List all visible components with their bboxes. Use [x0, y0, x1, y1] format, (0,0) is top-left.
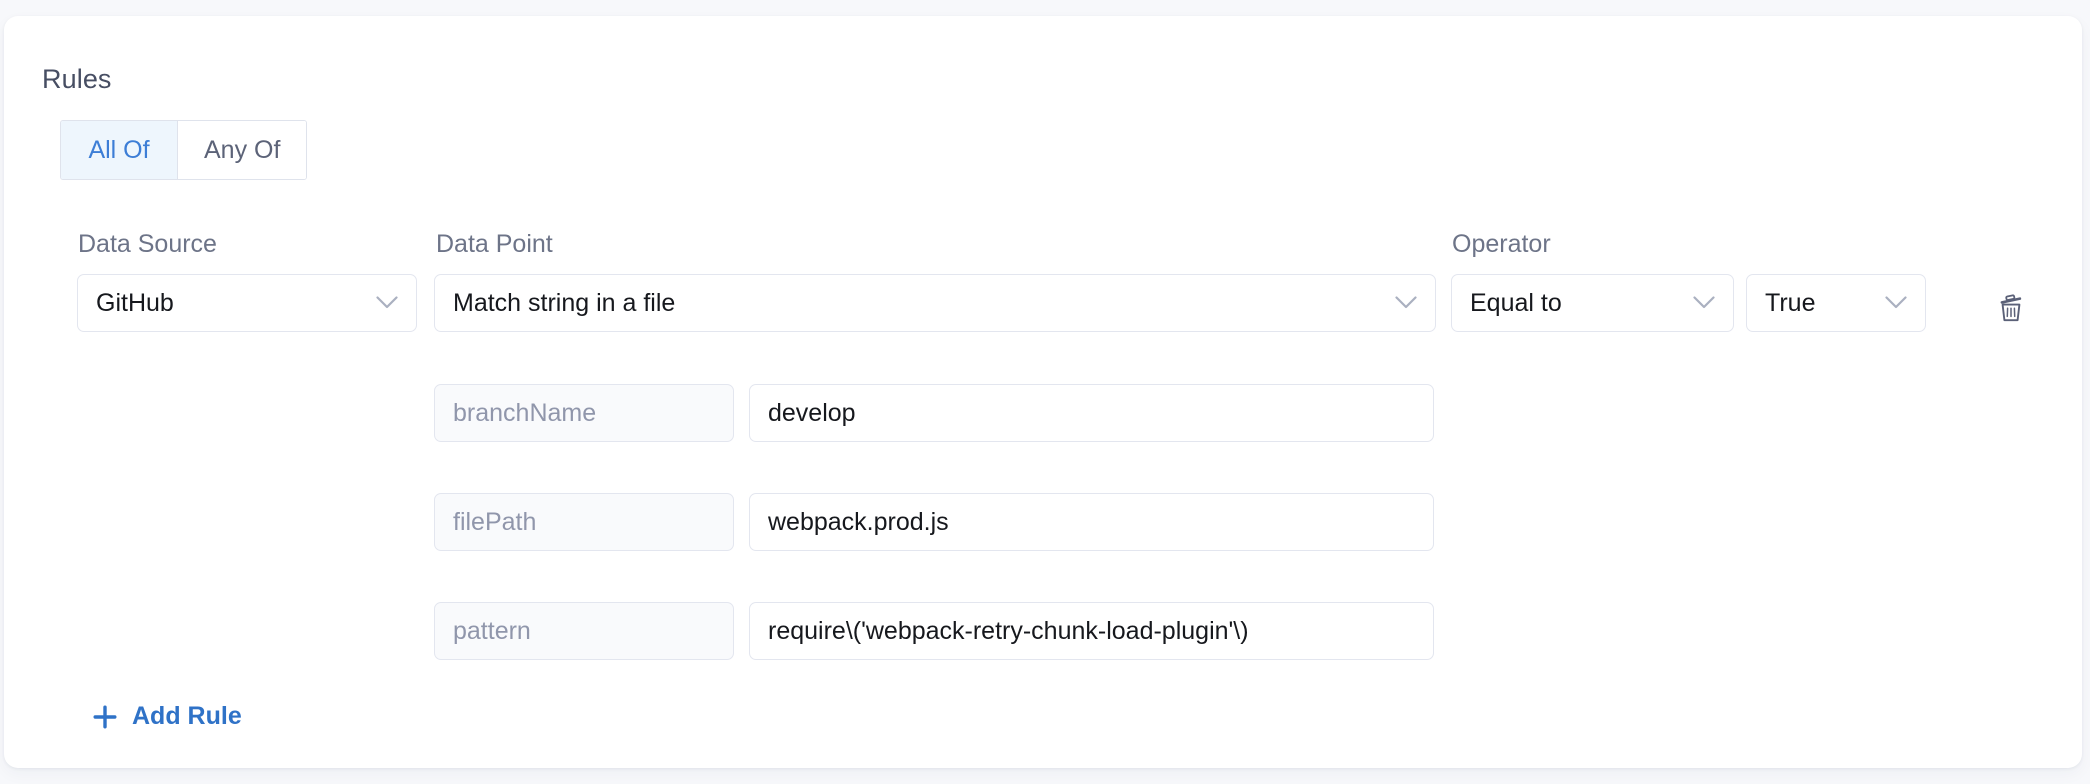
delete-rule-button[interactable]	[1987, 286, 2035, 334]
parameter-row: pattern require\('webpack-retry-chunk-lo…	[4, 602, 2082, 660]
data-point-value: Match string in a file	[453, 288, 676, 317]
plus-icon	[92, 704, 118, 730]
data-source-value: GitHub	[96, 288, 174, 317]
toggle-option-all-of[interactable]: All Of	[61, 121, 177, 179]
parameter-key-filepath: filePath	[434, 493, 734, 551]
page-title: Rules	[42, 64, 112, 94]
add-rule-label: Add Rule	[132, 702, 242, 730]
data-point-select[interactable]: Match string in a file	[434, 274, 1436, 332]
chevron-down-icon	[1879, 296, 1913, 310]
add-rule-button[interactable]: Add Rule	[92, 702, 242, 731]
match-type-toggle: All Of Any Of	[60, 120, 308, 180]
rules-card: Rules All Of Any Of Data Source Data Poi…	[4, 16, 2082, 768]
column-label-data-source: Data Source	[78, 230, 217, 258]
column-label-operator: Operator	[1452, 230, 1551, 258]
parameter-key-branchname: branchName	[434, 384, 734, 442]
parameter-value-filepath[interactable]: webpack.prod.js	[749, 493, 1434, 551]
chevron-down-icon	[1687, 296, 1721, 310]
operator-value-select[interactable]: True	[1746, 274, 1926, 332]
parameter-value-branchname[interactable]: develop	[749, 384, 1434, 442]
operator-value: Equal to	[1470, 288, 1562, 317]
chevron-down-icon	[1389, 296, 1423, 310]
parameter-value-pattern[interactable]: require\('webpack-retry-chunk-load-plugi…	[749, 602, 1434, 660]
comparison-value: True	[1765, 288, 1816, 317]
data-source-select[interactable]: GitHub	[77, 274, 417, 332]
parameter-row: filePath webpack.prod.js	[4, 493, 2082, 551]
parameter-row: branchName develop	[4, 384, 2082, 442]
trash-icon	[1991, 289, 2031, 332]
operator-select[interactable]: Equal to	[1451, 274, 1734, 332]
chevron-down-icon	[370, 296, 404, 310]
parameter-key-pattern: pattern	[434, 602, 734, 660]
toggle-option-any-of[interactable]: Any Of	[177, 121, 307, 179]
column-label-data-point: Data Point	[436, 230, 553, 258]
